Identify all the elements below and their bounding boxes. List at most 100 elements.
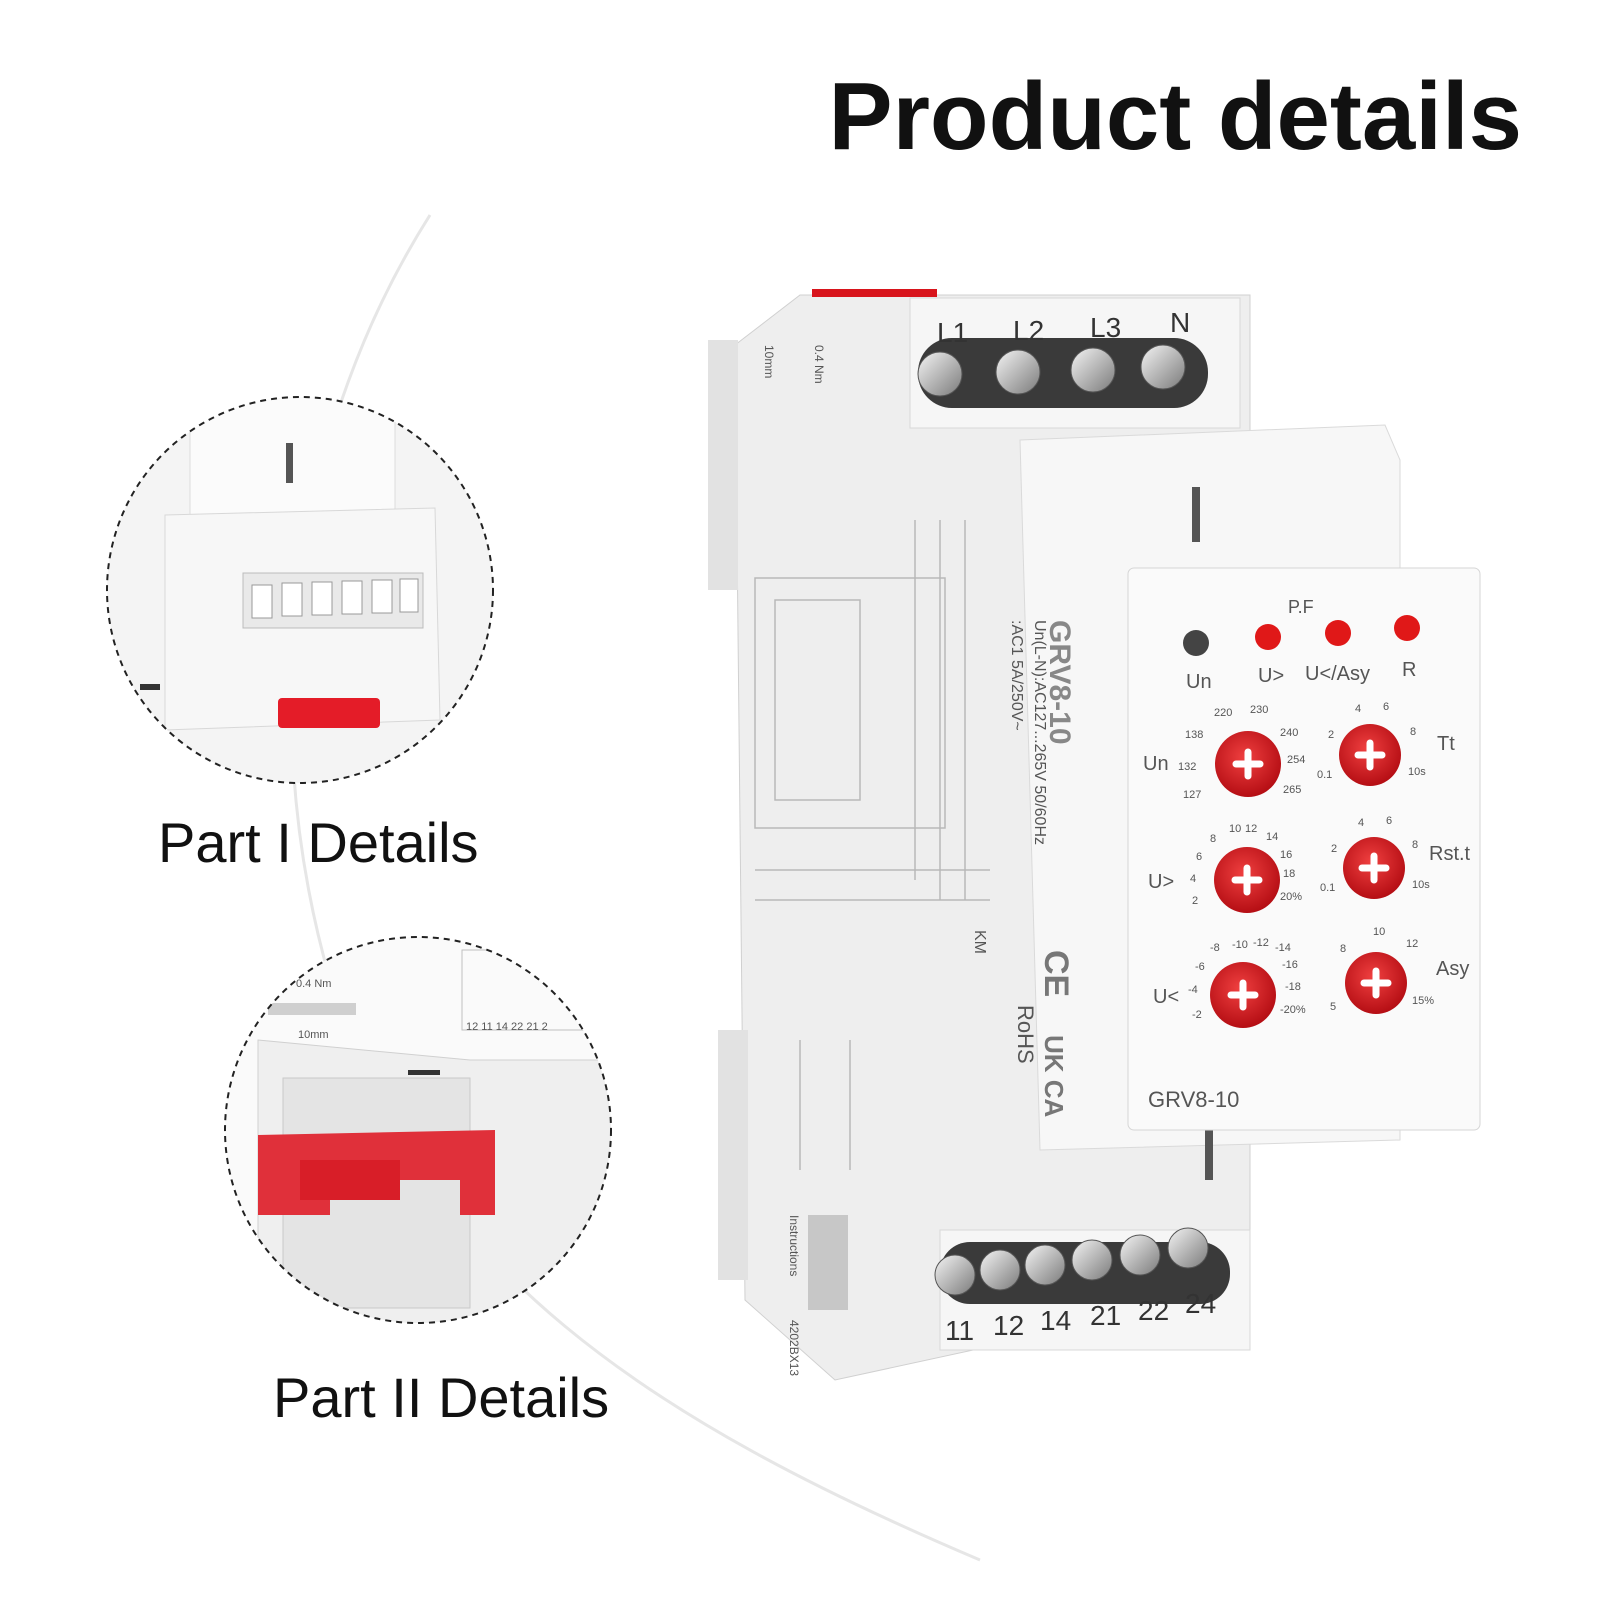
scale-value: -8 — [1210, 942, 1220, 954]
ukca-mark: UK CA — [1039, 1035, 1069, 1118]
terminal-label: 24 — [1185, 1288, 1216, 1319]
terminal-label: 14 — [1040, 1305, 1071, 1336]
led-label: U> — [1258, 665, 1284, 687]
scale-value: 127 — [1183, 789, 1201, 801]
top-terminal-labels: L1 L2 L3 N — [937, 307, 1190, 348]
scale-value: 10s — [1412, 879, 1430, 891]
din-clip-top — [708, 340, 738, 590]
led-row: P.F Un U> U</Asy R — [1183, 597, 1420, 693]
scale-value: -18 — [1285, 981, 1301, 993]
scale-value: -20% — [1280, 1004, 1306, 1016]
detail-terminals: 12 11 14 22 21 2 — [466, 1021, 548, 1033]
scale-value: 8 — [1410, 726, 1416, 738]
scale-value: 4 — [1358, 817, 1364, 829]
terminal-label: L1 — [937, 317, 968, 348]
bottom-screws — [934, 1227, 1209, 1296]
side-torque: 0.4 Nm — [812, 345, 826, 384]
rohs-mark: RoHS — [1013, 1005, 1038, 1064]
scale-value: 4 — [1355, 703, 1361, 715]
knob-label-u-over: U> — [1148, 871, 1174, 893]
part-2-caption: Part II Details — [273, 1366, 610, 1429]
screw-l3 — [1070, 347, 1116, 393]
bottom-terminal-labels: 11 12 14 21 22 24 — [945, 1288, 1216, 1346]
scale-value: 2 — [1192, 895, 1198, 907]
scale-value: 2 — [1331, 843, 1337, 855]
knob-group — [1210, 724, 1407, 1028]
detail-torque: 0.4 Nm — [296, 978, 331, 990]
scale-value: 6 — [1386, 815, 1392, 827]
front-model-label: GRV8-10 — [1148, 1087, 1239, 1112]
scale-value: 6 — [1196, 851, 1202, 863]
scale-value: 12 — [1406, 938, 1418, 950]
knob-label-tt: Tt — [1437, 733, 1455, 755]
terminal-label: L3 — [1090, 312, 1121, 343]
scale-value: -10 — [1232, 939, 1248, 951]
scale-value: -14 — [1275, 942, 1291, 954]
led-u-over — [1255, 624, 1281, 650]
knob-label-un: Un — [1143, 753, 1169, 775]
knob-labels: Un U> U< Tt Rst.t Asy — [1143, 733, 1471, 1008]
qr-code — [808, 1215, 848, 1310]
scale-value: 6 — [1383, 701, 1389, 713]
led-un — [1183, 630, 1209, 656]
scale-value: 16 — [1280, 849, 1292, 861]
terminal-label: 21 — [1090, 1300, 1121, 1331]
knob-scales: 220 230 138 240 132 254 127 265 10 12 8 … — [1178, 701, 1434, 1021]
scale-value: -6 — [1195, 961, 1205, 973]
scale-value: -16 — [1282, 959, 1298, 971]
scale-value: 230 — [1250, 704, 1268, 716]
relay-device — [708, 289, 1481, 1381]
side-markings: GRV8-10 Un(L-N):AC127...265V 50/60Hz :AC… — [762, 345, 1076, 1376]
detail-2-markings: 0.4 Nm 10mm 12 11 14 22 21 2 — [296, 978, 548, 1041]
scale-value: 20% — [1280, 891, 1302, 903]
side-spec-1: Un(L-N):AC127...265V 50/60Hz — [1031, 620, 1048, 845]
knob-label-rst: Rst.t — [1429, 843, 1471, 865]
scale-value: 132 — [1178, 761, 1196, 773]
side-spec-2: :AC1 5A/250V~ — [1008, 620, 1025, 731]
scale-value: 0.1 — [1317, 769, 1332, 781]
detail-circle-2 — [224, 936, 612, 1324]
front-panel — [1127, 567, 1481, 1131]
top-terminal-slot — [918, 338, 1208, 408]
scale-value: 15% — [1412, 995, 1434, 1007]
top-red-strip — [812, 289, 937, 297]
page-title: Product details — [828, 63, 1522, 170]
screw-l2 — [995, 349, 1041, 395]
scale-value: 138 — [1185, 729, 1203, 741]
terminal-label: 11 — [945, 1315, 974, 1346]
led-relay — [1394, 615, 1420, 641]
qr-label: Instructions — [787, 1215, 801, 1276]
scale-value: 240 — [1280, 727, 1298, 739]
din-clip-bottom — [718, 1030, 748, 1280]
scale-value: 10s — [1408, 766, 1426, 778]
serial-number: 4202BX13 — [787, 1320, 801, 1376]
scale-value: 8 — [1412, 839, 1418, 851]
scale-value: 265 — [1283, 784, 1301, 796]
scale-value: 8 — [1340, 943, 1346, 955]
terminal-label: 22 — [1138, 1295, 1169, 1326]
screw-l1 — [917, 351, 963, 397]
scale-value: 8 — [1210, 833, 1216, 845]
led-u-under-asy — [1325, 620, 1351, 646]
terminal-label: 12 — [993, 1310, 1024, 1341]
scale-value: 18 — [1283, 868, 1295, 880]
side-model: GRV8-10 — [1043, 620, 1076, 745]
scale-value: 220 — [1214, 707, 1232, 719]
scale-value: -4 — [1188, 984, 1198, 996]
led-label: Un — [1186, 671, 1212, 693]
detail-strip: 10mm — [298, 1029, 329, 1041]
side-strip: 10mm — [762, 345, 776, 378]
led-label: U</Asy — [1305, 663, 1370, 685]
led-label: R — [1402, 659, 1416, 681]
scale-value: 254 — [1287, 754, 1305, 766]
scale-value: 4 — [1190, 873, 1196, 885]
pf-label: P.F — [1288, 597, 1314, 617]
scale-value: 10 — [1229, 823, 1241, 835]
top-screws — [917, 344, 1186, 397]
terminal-label: L2 — [1013, 315, 1044, 346]
front-indicator-top — [1192, 487, 1200, 542]
knob-label-u-under: U< — [1153, 986, 1179, 1008]
ce-mark: CE — [1037, 950, 1075, 997]
screw-n — [1140, 344, 1186, 390]
